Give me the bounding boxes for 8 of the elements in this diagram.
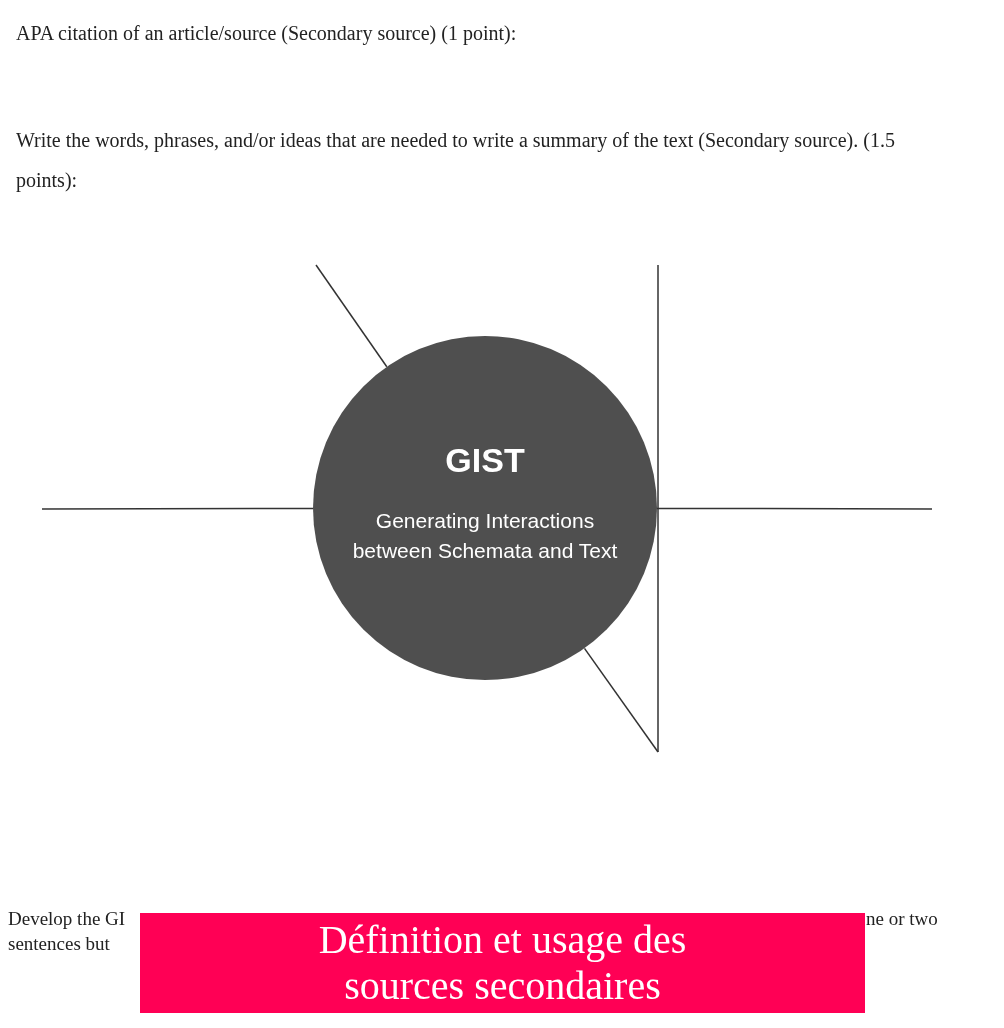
- circle-subtitle: Generating Interactions between Schemata and Text: [351, 507, 619, 564]
- circle-title: GIST: [445, 440, 525, 480]
- text-fragment: sentences but: [8, 932, 111, 956]
- instruction-text: APA citation of an article/source (Secondary source) (1 point):: [16, 21, 518, 46]
- text-fragment: ne or two: [866, 907, 939, 931]
- instruction-text: Write the words, phrases, and/or ideas that are needed to write a summary of the text (Secondary source). (1.5 points):: [16, 128, 896, 194]
- text-fragment: Develop the GI: [8, 907, 127, 931]
- title-banner: Définition et usage des sources secondaires: [140, 913, 865, 1013]
